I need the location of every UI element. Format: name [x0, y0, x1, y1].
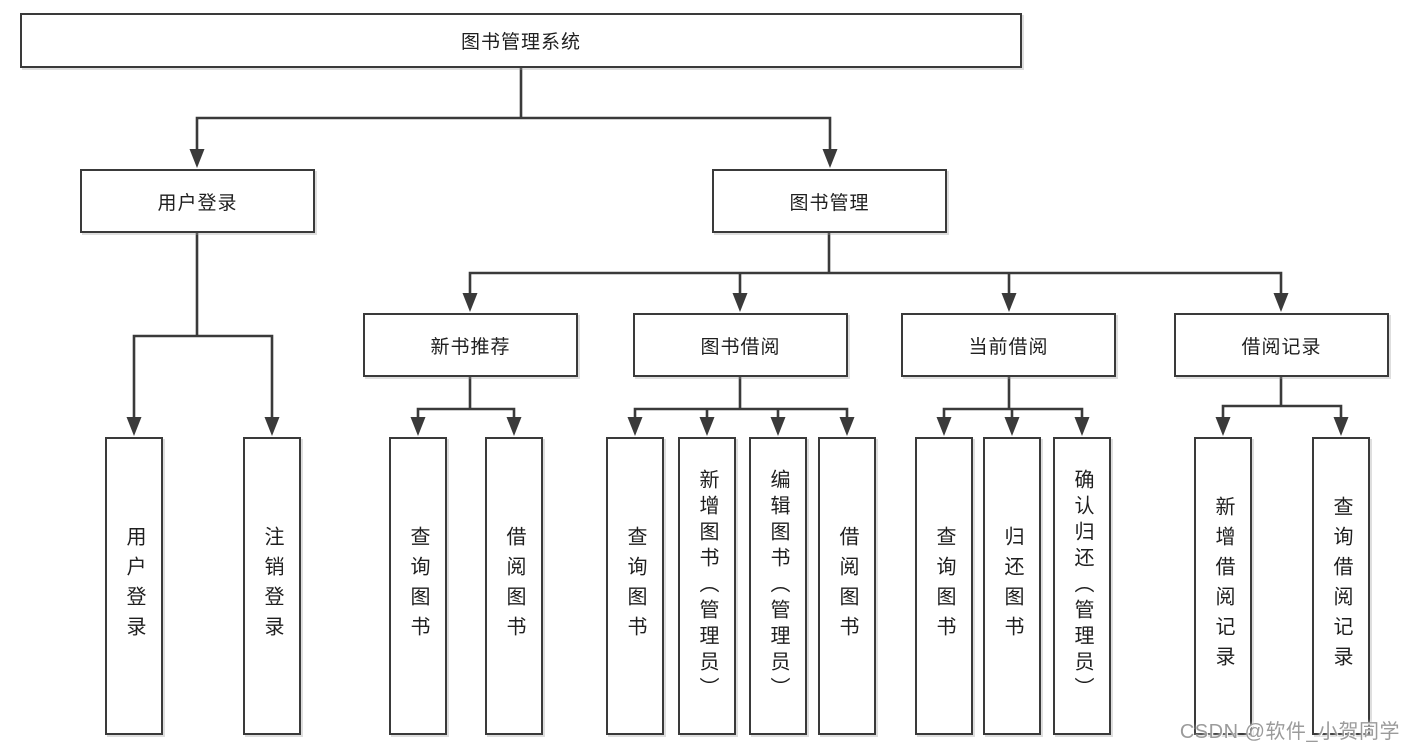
- connector-book-borrow-branch: [633, 375, 849, 424]
- arrow-down-icon: [1333, 417, 1349, 436]
- arrow-down-icon: [770, 417, 786, 436]
- leaf-user-login: 用户登录: [105, 437, 163, 735]
- connector-root-to-level2: [195, 66, 832, 154]
- connector-new-book-branch: [416, 375, 516, 424]
- arrow-down-icon: [506, 417, 522, 436]
- arrow-down-icon: [936, 417, 952, 436]
- leaf-confirm-return-admin: 确认归还（管理员）: [1053, 437, 1111, 735]
- leaf-query-borrow-record: 查询借阅记录: [1312, 437, 1370, 735]
- arrow-down-icon: [822, 149, 838, 168]
- leaf-borrow-books-recommend: 借阅图书: [485, 437, 543, 735]
- arrow-down-icon: [839, 417, 855, 436]
- arrow-down-icon: [462, 293, 478, 312]
- leaf-query-books-recommend: 查询图书: [389, 437, 447, 735]
- arrow-down-icon: [410, 417, 426, 436]
- node-user-login: 用户登录: [80, 169, 315, 233]
- arrow-down-icon: [264, 417, 280, 436]
- watermark: CSDN @软件_小贺同学: [1179, 721, 1400, 743]
- connector-borrow-record-branch: [1221, 375, 1343, 424]
- leaf-logout: 注销登录: [243, 437, 301, 735]
- leaf-return-book: 归还图书: [983, 437, 1041, 735]
- node-current-borrow: 当前借阅: [901, 313, 1116, 377]
- leaf-borrow-books: 借阅图书: [818, 437, 876, 735]
- arrow-down-icon: [699, 417, 715, 436]
- node-book-borrow: 图书借阅: [633, 313, 848, 377]
- leaf-query-books-current: 查询图书: [915, 437, 973, 735]
- arrow-down-icon: [732, 293, 748, 312]
- arrow-down-icon: [1273, 293, 1289, 312]
- arrow-down-icon: [1215, 417, 1231, 436]
- leaf-query-books-borrow: 查询图书: [606, 437, 664, 735]
- arrow-down-icon: [1004, 417, 1020, 436]
- arrow-down-icon: [1074, 417, 1090, 436]
- connector-book-management-branch: [468, 231, 1283, 299]
- node-root: 图书管理系统: [20, 13, 1022, 68]
- arrow-down-icon: [1001, 293, 1017, 312]
- arrow-down-icon: [126, 417, 142, 436]
- arrow-down-icon: [189, 149, 205, 168]
- connector-user-login-branch: [132, 231, 274, 423]
- connector-current-borrow-branch: [942, 375, 1084, 424]
- leaf-add-borrow-record: 新增借阅记录: [1194, 437, 1252, 735]
- node-book-management: 图书管理: [712, 169, 947, 233]
- leaf-add-book-admin: 新增图书（管理员）: [678, 437, 736, 735]
- leaf-edit-book-admin: 编辑图书（管理员）: [749, 437, 807, 735]
- arrow-down-icon: [627, 417, 643, 436]
- node-borrow-records: 借阅记录: [1174, 313, 1389, 377]
- node-new-book-recommend: 新书推荐: [363, 313, 578, 377]
